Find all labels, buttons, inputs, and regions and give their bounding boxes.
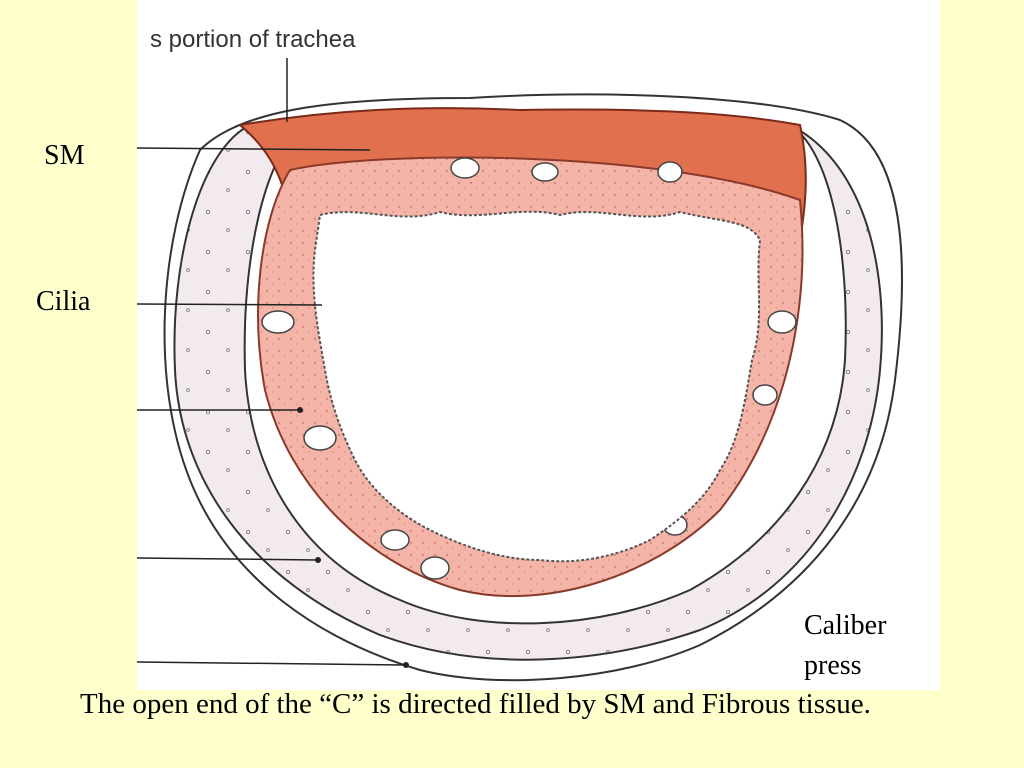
- leader-dot: [403, 662, 409, 668]
- leader-dot: [297, 407, 303, 413]
- label-caliber-line2: press: [804, 650, 862, 681]
- caption: The open end of the “C” is directed fill…: [80, 688, 871, 720]
- label-caliber-press: Caliber press: [804, 606, 886, 686]
- tracheal-lumen: [312, 210, 762, 563]
- cartilage-ring: [173, 123, 883, 661]
- label-cilia: Cilia: [36, 286, 91, 317]
- leader-dot: [315, 557, 321, 563]
- leader-lines: [136, 58, 407, 666]
- label-caliber-line1: Caliber: [804, 610, 887, 641]
- label-sm: SM: [44, 140, 85, 171]
- diagram-header: s portion of trachea: [150, 26, 356, 53]
- submucosal-glands: [261, 157, 797, 580]
